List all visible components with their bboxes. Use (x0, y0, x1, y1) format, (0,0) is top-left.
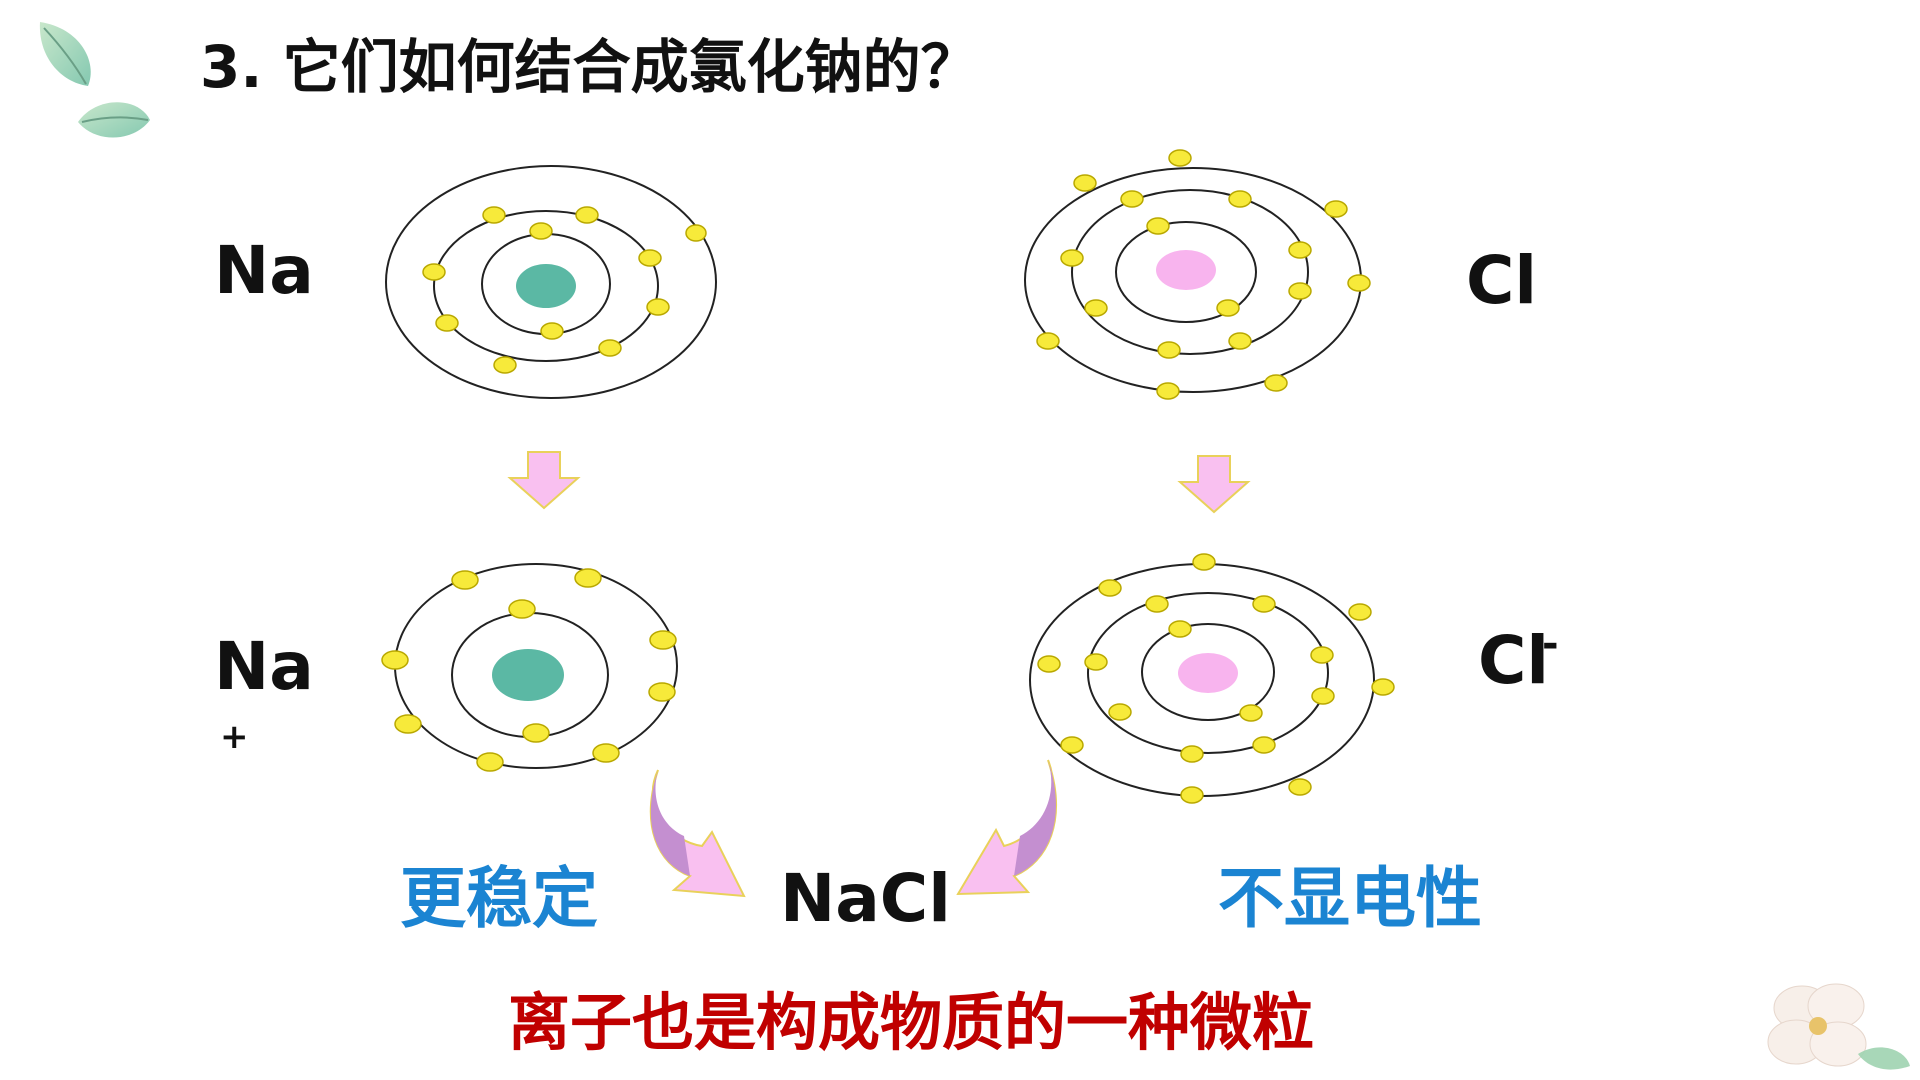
na-ion-label: Na (214, 628, 314, 705)
electron (1192, 553, 1216, 571)
cl-atom-shell-2 (1071, 189, 1309, 355)
cl-ion-shell-1 (1141, 623, 1275, 721)
electron (1157, 341, 1181, 359)
cl-ion-label: Cl (1478, 622, 1550, 699)
electron (1168, 620, 1192, 638)
electron (1156, 382, 1180, 400)
electron (540, 322, 564, 340)
leaf-icon (39, 22, 91, 86)
na-ion-nucleus (492, 649, 564, 701)
na-atom-nucleus (516, 264, 576, 308)
leaf-icon (78, 102, 150, 138)
electron (394, 714, 422, 734)
electron (1310, 646, 1334, 664)
flower-icon (1767, 983, 1910, 1070)
electron (381, 650, 409, 670)
curved-arrow-icon (649, 769, 746, 898)
electron (522, 723, 550, 743)
electron (1073, 174, 1097, 192)
cl-atom-model (1024, 149, 1371, 400)
note-more-stable: 更稳定 (400, 860, 598, 937)
electron (1239, 704, 1263, 722)
electron (1228, 332, 1252, 350)
cl-atom-label: Cl (1466, 242, 1538, 319)
electron (638, 249, 662, 267)
na-ion-model (381, 563, 678, 772)
electron (574, 568, 602, 588)
electron (1146, 217, 1170, 235)
electron (1180, 745, 1204, 763)
electron (646, 298, 670, 316)
electron (1037, 655, 1061, 673)
cl-ion-charge: - (1542, 621, 1559, 667)
electron (422, 263, 446, 281)
note-electrically-neutral: 不显电性 (1218, 860, 1482, 937)
electron (1371, 678, 1395, 696)
electron (1060, 249, 1084, 267)
electron (1216, 299, 1240, 317)
cl-ion-nucleus (1178, 653, 1238, 693)
electron (1036, 332, 1060, 350)
electron (592, 743, 620, 763)
electron (1098, 579, 1122, 597)
electron (1145, 595, 1169, 613)
na-atom-label: Na (214, 232, 314, 309)
electron (529, 222, 553, 240)
electron (1228, 190, 1252, 208)
conclusion-text: 离子也是构成物质的一种微粒 (508, 986, 1315, 1059)
electron (1084, 299, 1108, 317)
na-ion-charge: + (220, 717, 249, 757)
electron (435, 314, 459, 332)
electron (493, 356, 517, 374)
electron (1120, 190, 1144, 208)
electron (1311, 687, 1335, 705)
electron (598, 339, 622, 357)
electron (1347, 274, 1371, 292)
electron (1168, 149, 1192, 167)
electron (482, 206, 506, 224)
cl-ion-model (1029, 553, 1395, 804)
electron (1288, 241, 1312, 259)
electron (685, 224, 707, 242)
electron (648, 682, 676, 702)
electron (649, 630, 677, 650)
cl-atom-nucleus (1156, 250, 1216, 290)
electron (1084, 653, 1108, 671)
electron (451, 570, 479, 590)
electron (1180, 786, 1204, 804)
electron (476, 752, 504, 772)
cl-atom-shell-1 (1115, 221, 1257, 323)
electron (1252, 736, 1276, 754)
electron (1108, 703, 1132, 721)
electron (1060, 736, 1084, 754)
cl-ion-shell-2 (1087, 592, 1329, 754)
electron (508, 599, 536, 619)
down-arrow-icon (1177, 455, 1251, 514)
electron (1264, 374, 1288, 392)
down-arrow-icon (507, 451, 581, 510)
electron (575, 206, 599, 224)
electron (1252, 595, 1276, 613)
na-atom-model (385, 165, 717, 399)
slide-title: 3. 它们如何结合成氯化钠的？ (200, 33, 979, 101)
electron (1348, 603, 1372, 621)
electron (1324, 200, 1348, 218)
electron (1288, 778, 1312, 796)
compound-label: NaCl (780, 860, 951, 937)
electron (1288, 282, 1312, 300)
na-atom-shell-3 (385, 165, 717, 399)
na-atom-shell-2 (433, 210, 659, 362)
curved-arrow-icon (956, 759, 1057, 896)
